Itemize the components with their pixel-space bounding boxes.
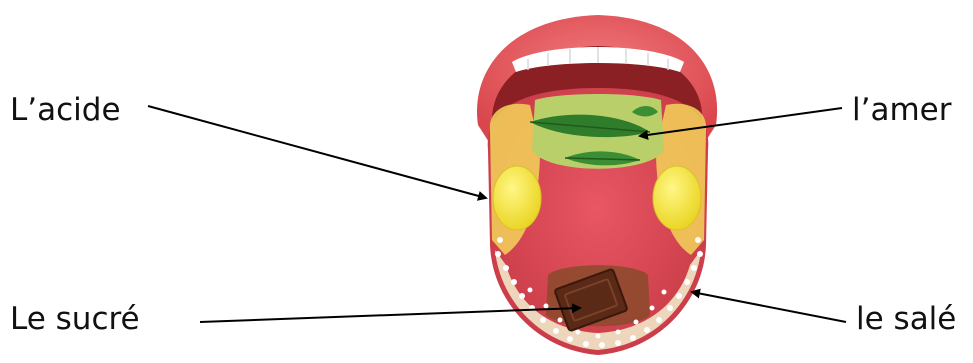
arrow-acide [148,106,486,198]
label-amer: l’amer [852,95,951,126]
label-sucre: Le sucré [10,304,140,335]
label-sale: le salé [856,304,956,335]
arrow-sale [692,292,846,322]
label-acide: L’acide [10,95,121,126]
